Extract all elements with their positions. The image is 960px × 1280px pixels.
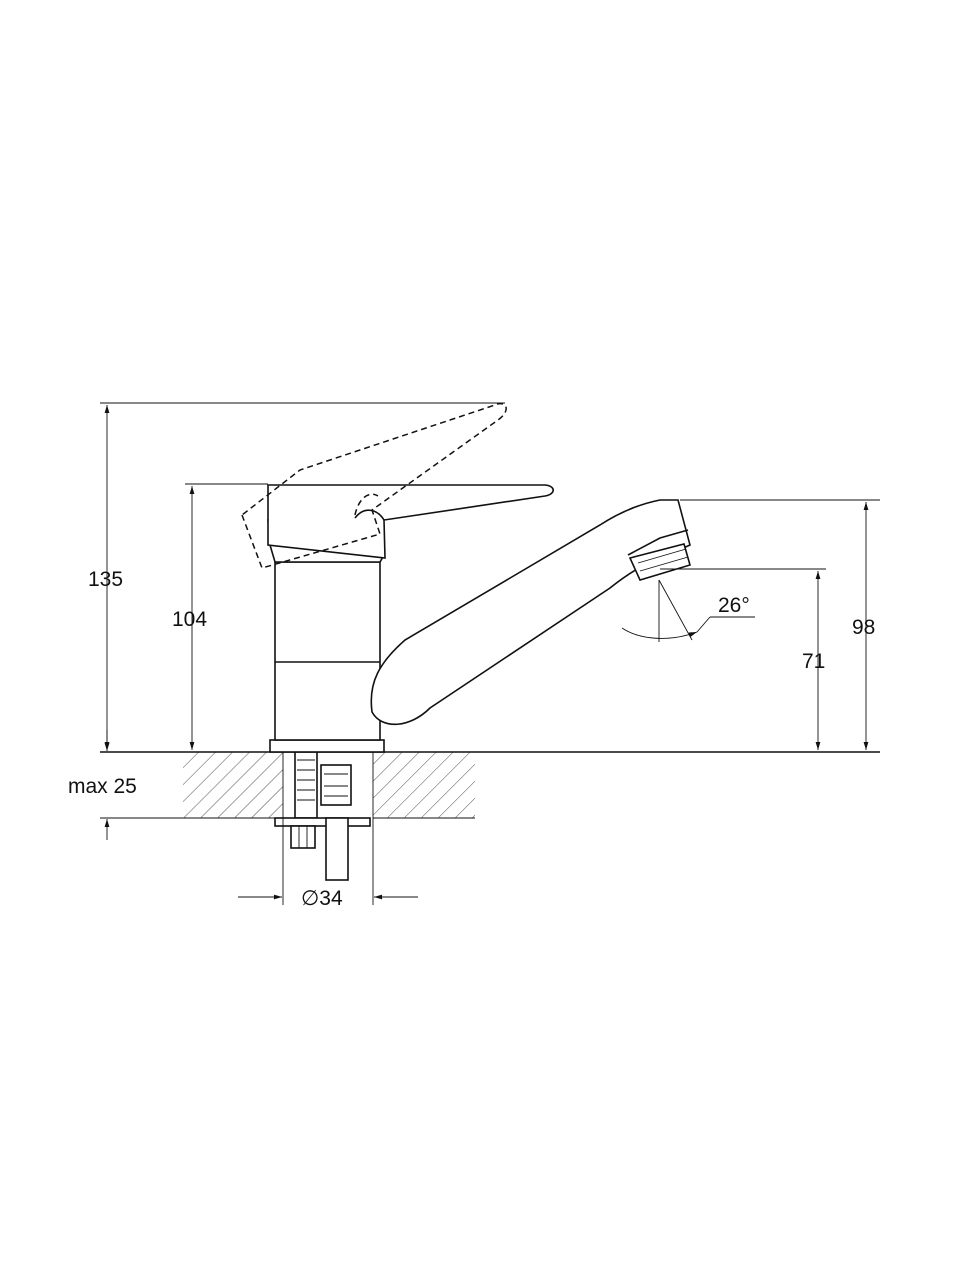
dimension-overall-height: 135 xyxy=(88,402,505,750)
lever-raised-outline xyxy=(241,403,507,569)
body-height-label: 104 xyxy=(172,608,207,631)
dimension-hole-diameter: ∅34 xyxy=(238,818,418,910)
dimension-body-height: 104 xyxy=(172,483,268,750)
countertop-section xyxy=(100,751,880,819)
outlet-height-label: 71 xyxy=(802,650,825,673)
hole-diameter-label: ∅34 xyxy=(301,887,343,910)
dimension-counter-thickness: max 25 xyxy=(68,730,137,840)
spray-angle-indicator: 26° xyxy=(621,579,755,642)
counter-thickness-label: max 25 xyxy=(68,775,137,798)
dimension-outlet-height: 71 xyxy=(660,568,826,750)
faucet-body xyxy=(267,484,691,753)
swivel-angle-label: 26° xyxy=(718,594,750,617)
spout-height-label: 98 xyxy=(852,616,875,639)
overall-height-label: 135 xyxy=(88,568,123,591)
dimension-spout-height: 98 xyxy=(680,499,880,750)
